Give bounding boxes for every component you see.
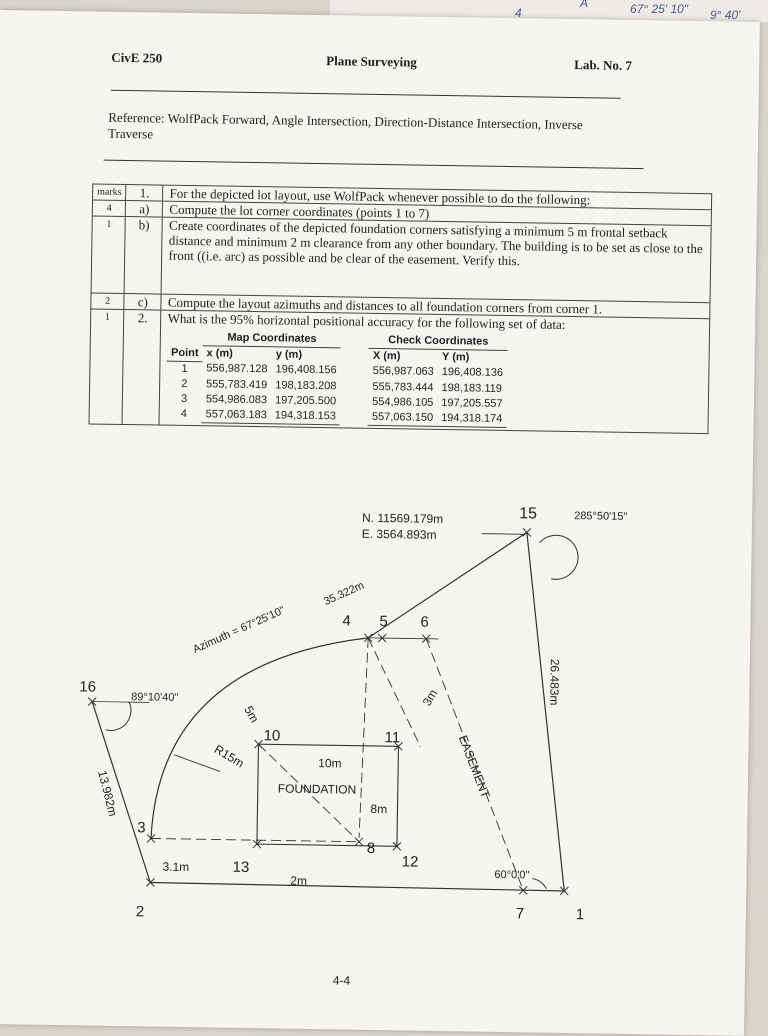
- front-arc: [150, 637, 369, 839]
- point-7-label: 7: [516, 905, 525, 922]
- side-15-1-label: 26.483m: [547, 659, 562, 706]
- lot-boundary: [91, 531, 565, 892]
- angle-15-label: 285°50'15": [574, 510, 628, 523]
- angle-7-label: 60°0'0": [494, 869, 529, 882]
- handwritten-note: 67° 25' 10": [630, 2, 689, 16]
- point-4-label: 4: [342, 612, 351, 629]
- gap-31m-label: 3.1m: [162, 860, 189, 874]
- point-11-label: 11: [384, 729, 400, 746]
- boundary-15-4: [367, 531, 528, 639]
- gap-2m-label: 2m: [290, 874, 307, 888]
- angle-arc-15: [539, 534, 579, 580]
- foundation-outline: [256, 743, 400, 847]
- point-1-label: 1: [576, 906, 585, 923]
- boundary-16-2: [91, 701, 151, 883]
- point-16-label: 16: [79, 678, 96, 695]
- page-number: 4-4: [332, 973, 351, 988]
- handwritten-note: 4: [515, 6, 522, 20]
- width-label: 10m: [318, 756, 342, 770]
- boundary-1-15: [526, 532, 565, 892]
- point-3-label: 3: [137, 819, 146, 836]
- boundary-2-1: [150, 881, 565, 892]
- point-markers: [87, 527, 569, 896]
- angle-arc-16: [105, 701, 132, 731]
- point-5-label: 5: [379, 613, 388, 630]
- handwritten-note: A: [580, 0, 589, 10]
- easement-width-label: 3m: [420, 687, 441, 708]
- radius-label: R15m: [212, 742, 247, 770]
- lab-sheet: CivE 250 Plane Surveying Lab. No. 7 Refe…: [0, 10, 760, 1036]
- point-2-label: 2: [136, 903, 145, 920]
- point-10-label: 10: [263, 727, 280, 744]
- point-8-label: 8: [367, 840, 376, 857]
- radius-leader: [174, 754, 221, 772]
- angle-16-label: 89°10'40": [131, 691, 178, 704]
- point-15-label: 15: [519, 505, 537, 522]
- easement-lines: [150, 637, 524, 891]
- azimuth-label: Azimuth = 67°25'10": [191, 604, 287, 656]
- north-leader: [481, 533, 525, 535]
- lot-layout-drawing: N. 11569.179m E. 3564.893m 15 285°50'15"…: [79, 505, 628, 923]
- point-6-label: 6: [420, 614, 429, 631]
- foundation-label: FOUNDATION: [278, 781, 357, 796]
- easement-label: EASEMENT: [456, 733, 493, 800]
- northing-label: N. 11569.179m: [362, 511, 443, 526]
- depth-label: 8m: [370, 802, 387, 816]
- point-13-label: 13: [232, 859, 249, 876]
- easting-label: E. 3564.893m: [362, 527, 437, 542]
- point-12-label: 12: [402, 853, 419, 870]
- handwritten-note: 9° 40': [710, 8, 741, 22]
- line-4-6: [368, 637, 439, 640]
- setback-label: 5m: [241, 704, 261, 725]
- angle-arc-7: [532, 877, 547, 889]
- arc-tangent-line: [92, 701, 150, 703]
- chord-label: 35.322m: [322, 579, 366, 607]
